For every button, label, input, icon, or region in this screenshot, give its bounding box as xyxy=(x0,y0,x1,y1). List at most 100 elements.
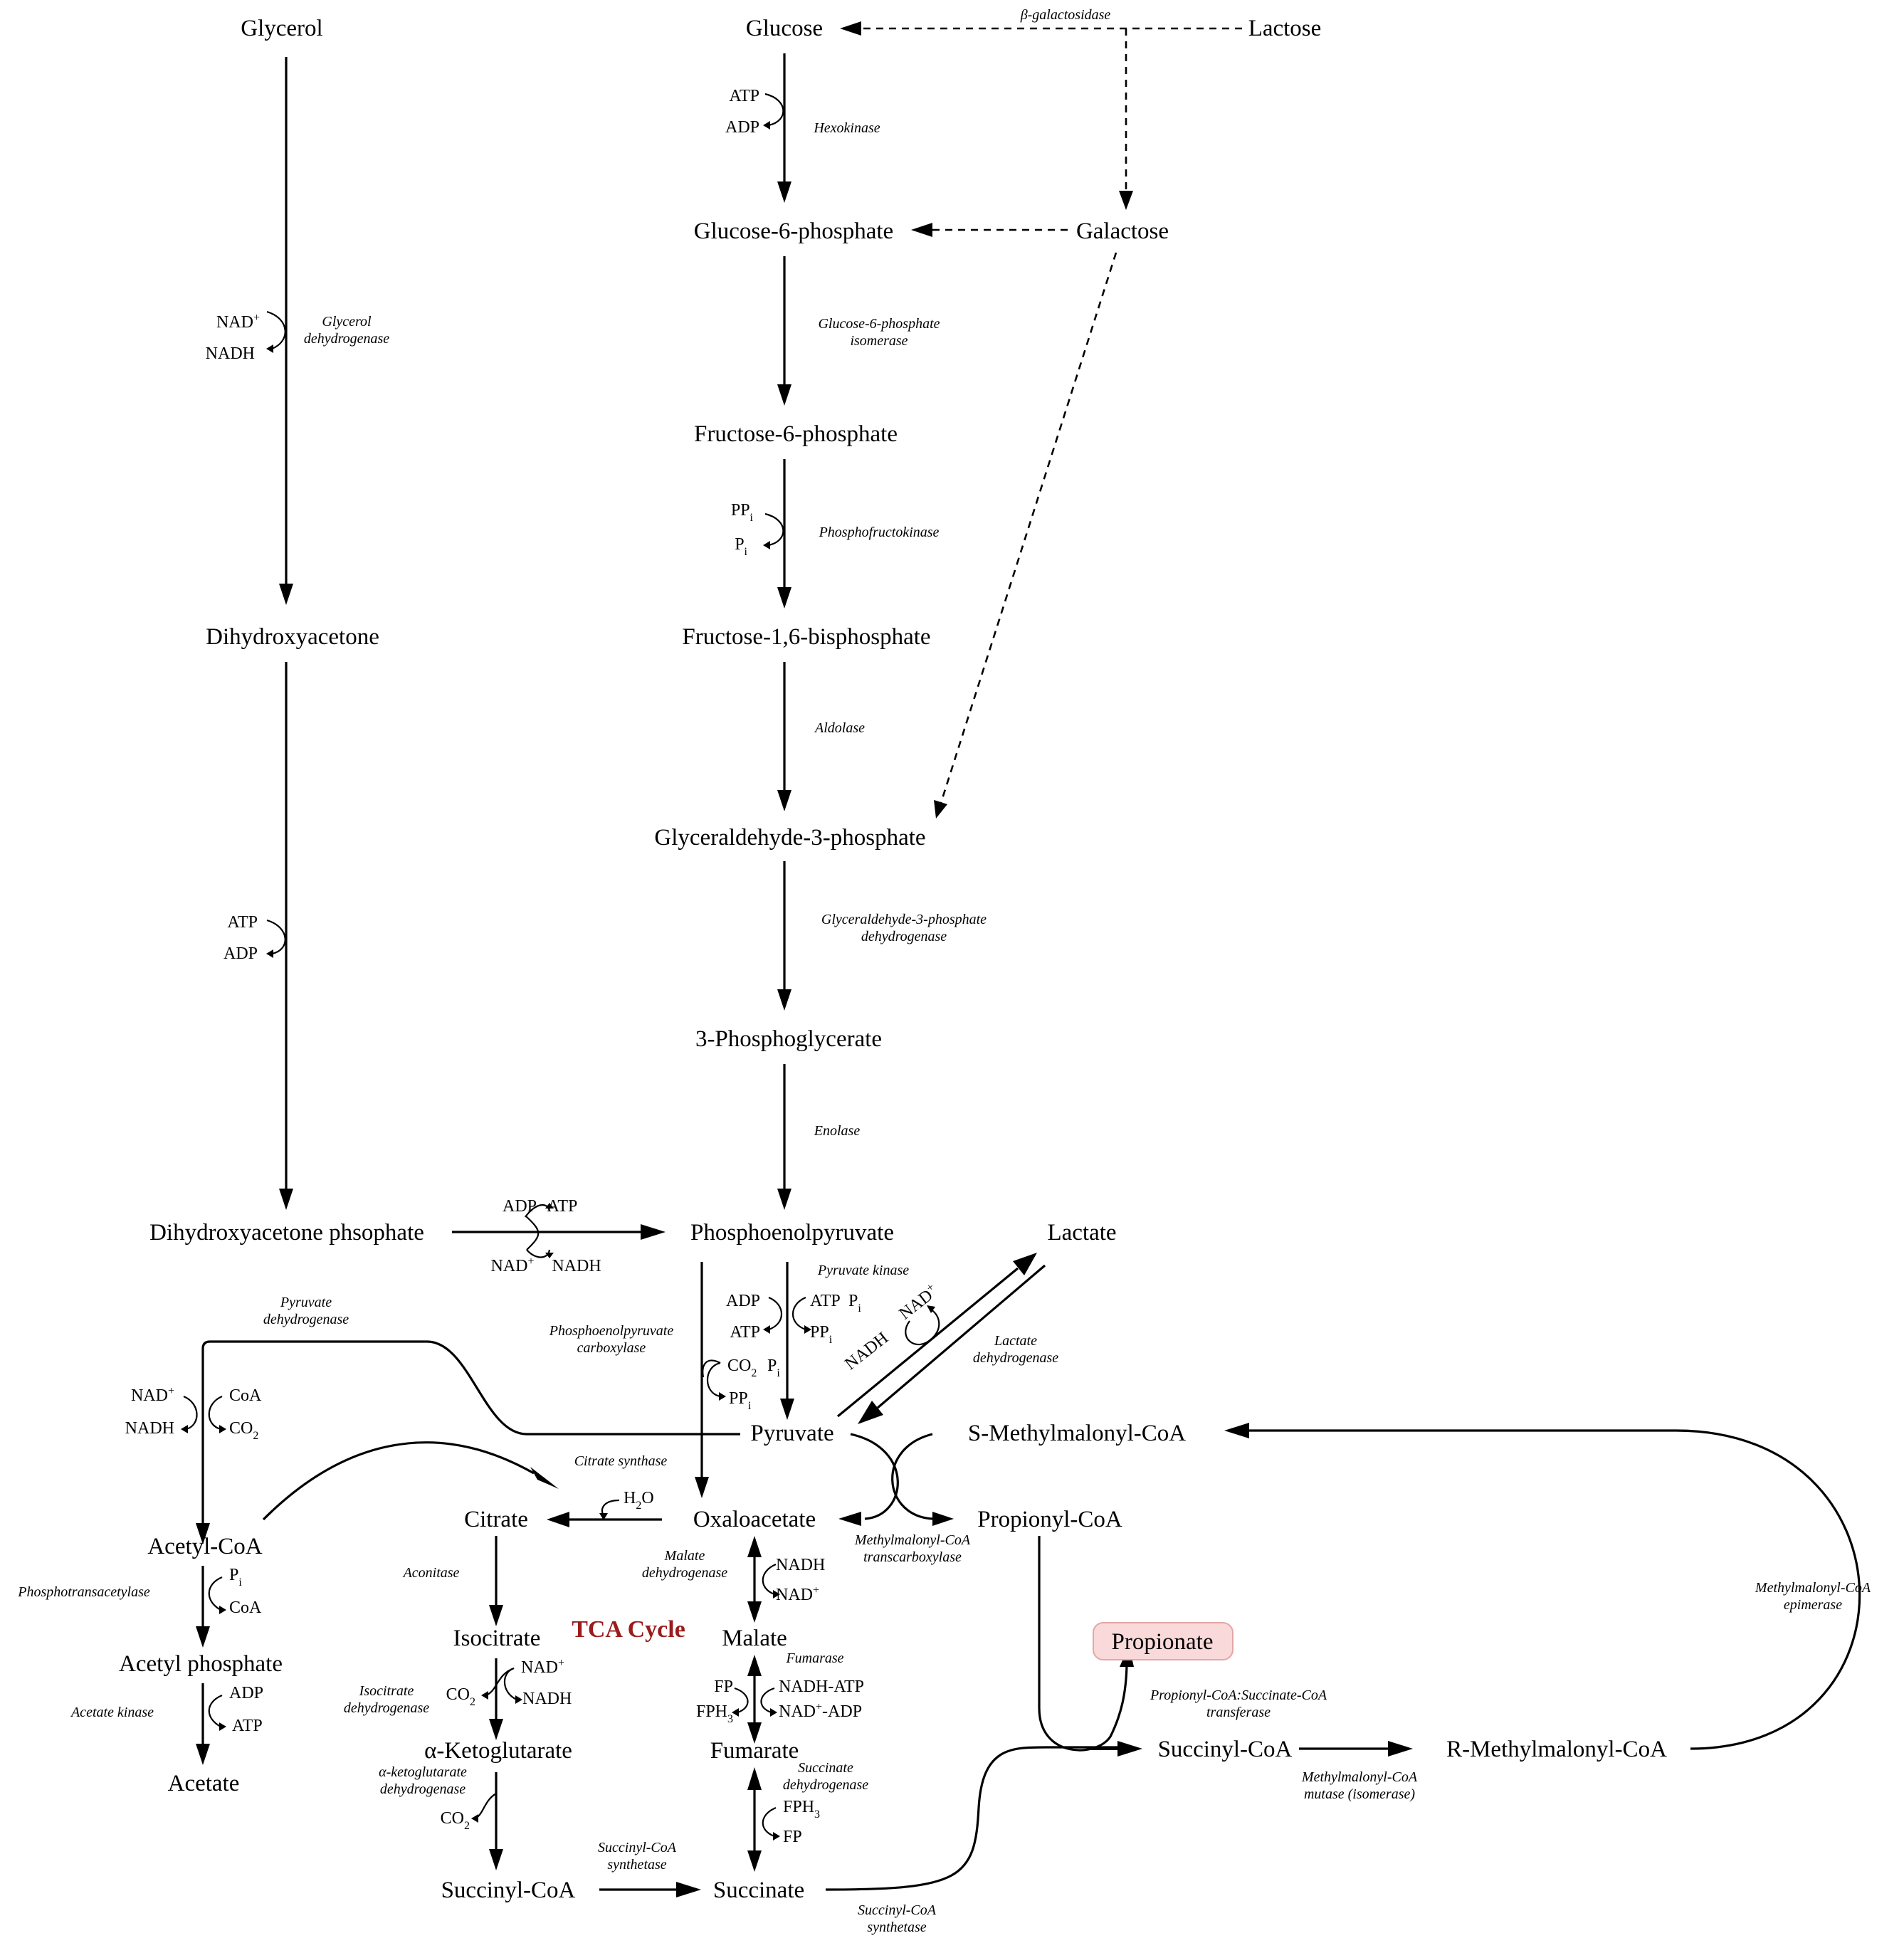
cofactor-gdh-nadh: NADH xyxy=(206,344,255,363)
enzyme-g6p-isomerase-line1: Glucose-6-phosphate xyxy=(818,316,940,332)
enzyme-icdh-line2: dehydrogenase xyxy=(344,1700,429,1716)
enzyme-sdh-line1: Succinate xyxy=(798,1760,853,1776)
metabolite-acetyl-coa: Acetyl-CoA xyxy=(147,1534,262,1559)
cofactor-fum-fp: FP xyxy=(714,1678,733,1696)
enzyme-hexokinase: Hexokinase xyxy=(813,120,880,136)
cofactor-pepc-pi: Pi xyxy=(767,1357,780,1379)
metabolite-dihydroxyacetone-phosphate: Dihydroxyacetone phsophate xyxy=(149,1220,424,1246)
enzyme-aconitase: Aconitase xyxy=(402,1565,460,1581)
enzyme-scs-tca-line1: Succinyl-CoA xyxy=(598,1840,677,1855)
enzyme-glycerol-dh-line2: dehydrogenase xyxy=(304,331,389,347)
cofactor-tpi-adp: ADP xyxy=(503,1197,537,1216)
cofactor-labels: ATP ADP NAD+ NADH PPi Pi ATP ADP ADP ATP… xyxy=(125,87,941,1846)
enzyme-mmc-epimerase-line2: epimerase xyxy=(1784,1597,1842,1613)
enzyme-enolase: Enolase xyxy=(814,1123,861,1139)
cofactor-ack-atp: ATP xyxy=(232,1717,263,1735)
metabolite-r-methylmalonyl-coa: R-Methylmalonyl-CoA xyxy=(1446,1737,1667,1762)
metabolite-oxaloacetate: Oxaloacetate xyxy=(693,1507,816,1532)
metabolite-propionate: Propionate xyxy=(1112,1629,1214,1655)
metabolite-alpha-ketoglutarate: α-Ketoglutarate xyxy=(424,1738,572,1764)
cofactor-pk-pi: Pi xyxy=(848,1292,861,1315)
enzyme-pcs-transferase-line2: transferase xyxy=(1206,1705,1271,1720)
cofactor-icdh-nad: NAD+ xyxy=(521,1657,564,1677)
enzyme-mdh-line2: dehydrogenase xyxy=(642,1565,727,1581)
metabolite-acetyl-phosphate: Acetyl phosphate xyxy=(119,1651,283,1677)
cofactor-tpi-atp: ATP xyxy=(547,1197,578,1216)
cofactor-ppdk-ppi: PPi xyxy=(810,1323,833,1346)
enzyme-pdh-line1: Pyruvate xyxy=(280,1295,332,1310)
cofactor-pdh-nad: NAD+ xyxy=(131,1385,174,1405)
cofactor-pfk-ppi: PPi xyxy=(731,501,754,524)
metabolite-3-phosphoglycerate: 3-Phosphoglycerate xyxy=(695,1026,882,1052)
enzyme-beta-galactosidase: β-galactosidase xyxy=(1020,7,1111,23)
cofactor-pepc-co2: CO2 xyxy=(727,1357,757,1379)
metabolite-lactate: Lactate xyxy=(1047,1220,1116,1246)
enzyme-fumarase: Fumarase xyxy=(785,1650,843,1666)
cofactor-fum-fph3: FPH3 xyxy=(696,1702,733,1725)
cofactor-pk-adp: ADP xyxy=(726,1292,760,1310)
enzyme-scs-tca-line2: synthetase xyxy=(607,1857,666,1873)
metabolite-fructose-6-phosphate: Fructose-6-phosphate xyxy=(694,421,898,447)
metabolite-glyceraldehyde-3-phosphate: Glyceraldehyde-3-phosphate xyxy=(654,825,925,851)
metabolite-succinyl-coa-right: Succinyl-CoA xyxy=(1158,1737,1293,1762)
enzyme-scs-bottom-line1: Succinyl-CoA xyxy=(858,1902,937,1918)
enzyme-mmc-epimerase-line1: Methylmalonyl-CoA xyxy=(1755,1580,1871,1596)
metabolite-dihydroxyacetone: Dihydroxyacetone xyxy=(206,624,379,650)
cofactor-pdh-co2: CO2 xyxy=(229,1419,258,1442)
tca-cycle-label: TCA Cycle xyxy=(572,1616,685,1643)
metabolite-glycerol: Glycerol xyxy=(241,16,322,41)
enzyme-mm-mutase-line1: Methylmalonyl-CoA xyxy=(1301,1769,1418,1785)
metabolite-fumarate: Fumarate xyxy=(710,1738,799,1764)
enzyme-akgdh-line1: α-ketoglutarate xyxy=(379,1764,467,1780)
enzyme-mdh-line1: Malate xyxy=(664,1548,705,1564)
cofactor-pdh-coa: CoA xyxy=(229,1386,262,1405)
metabolite-glucose: Glucose xyxy=(746,16,823,41)
metabolite-citrate: Citrate xyxy=(464,1507,528,1532)
propionate-box xyxy=(1093,1622,1234,1660)
enzyme-mmc-transcarboxylase-line2: transcarboxylase xyxy=(863,1549,962,1565)
cofactor-ack-adp: ADP xyxy=(229,1684,263,1702)
cofactor-fum-nadh-atp: NADH-ATP xyxy=(779,1678,864,1696)
cofactor-tpi-nadh: NADH xyxy=(552,1257,601,1275)
cofactor-mdh-nadh: NADH xyxy=(776,1556,825,1574)
cofactor-dhak-adp: ADP xyxy=(223,944,258,963)
enzyme-pepc-line1: Phosphoenolpyruvate xyxy=(549,1323,674,1339)
metabolite-succinate: Succinate xyxy=(713,1878,804,1903)
enzyme-icdh-line1: Isocitrate xyxy=(359,1683,414,1699)
enzyme-mmc-transcarboxylase-line1: Methylmalonyl-CoA xyxy=(854,1532,971,1548)
cofactor-icdh-nadh: NADH xyxy=(522,1690,572,1708)
metabolite-malate: Malate xyxy=(722,1626,787,1651)
cofactor-hex-atp: ATP xyxy=(729,87,759,105)
enzyme-pcs-transferase-line1: Propionyl-CoA:Succinate-CoA xyxy=(1150,1687,1327,1703)
cofactor-pk-atp: ATP xyxy=(810,1292,841,1310)
enzyme-pdh-line2: dehydrogenase xyxy=(263,1312,349,1327)
cofactor-mdh-nad: NAD+ xyxy=(776,1584,819,1604)
cofactor-hex-adp: ADP xyxy=(725,118,759,137)
metabolite-fructose-1-6-bisphosphate: Fructose-1,6-bisphosphate xyxy=(682,624,930,650)
enzyme-ldh-line2: dehydrogenase xyxy=(973,1350,1058,1366)
enzyme-pyruvate-kinase: Pyruvate kinase xyxy=(817,1263,909,1278)
cofactor-ldh-nad: NAD+ xyxy=(895,1281,941,1324)
enzyme-gap-dh-line2: dehydrogenase xyxy=(861,929,947,944)
metabolite-acetate: Acetate xyxy=(168,1771,240,1796)
cofactor-pepc-ppi: PPi xyxy=(729,1389,752,1412)
cofactor-pta-coa: CoA xyxy=(229,1599,262,1617)
metabolite-labels: Glycerol Glucose Lactose Glucose-6-phosp… xyxy=(119,16,1667,1903)
cofactor-tpi-nad: NAD+ xyxy=(490,1255,534,1275)
enzyme-mm-mutase-line2: mutase (isomerase) xyxy=(1304,1786,1415,1802)
cofactor-dhak-atp: ATP xyxy=(227,913,258,932)
metabolite-lactose: Lactose xyxy=(1248,16,1322,41)
cofactor-icdh-co2: CO2 xyxy=(446,1685,475,1708)
enzyme-ldh-line1: Lactate xyxy=(994,1333,1037,1349)
cofactor-gdh-nad: NAD+ xyxy=(216,312,260,332)
enzyme-phosphofructokinase: Phosphofructokinase xyxy=(819,525,940,540)
enzyme-pepc-line2: carboxylase xyxy=(577,1340,646,1356)
enzyme-glycerol-dh-line1: Glycerol xyxy=(322,314,372,330)
cofactor-pdh-nadh: NADH xyxy=(125,1419,174,1438)
reaction-arrows xyxy=(196,21,1861,1897)
enzyme-gap-dh-line1: Glyceraldehyde-3-phosphate xyxy=(821,912,987,927)
cofactor-fum-nad-adp: NAD+-ADP xyxy=(779,1701,862,1721)
metabolite-isocitrate: Isocitrate xyxy=(453,1626,541,1651)
metabolite-s-methylmalonyl-coa: S-Methylmalonyl-CoA xyxy=(968,1421,1186,1446)
